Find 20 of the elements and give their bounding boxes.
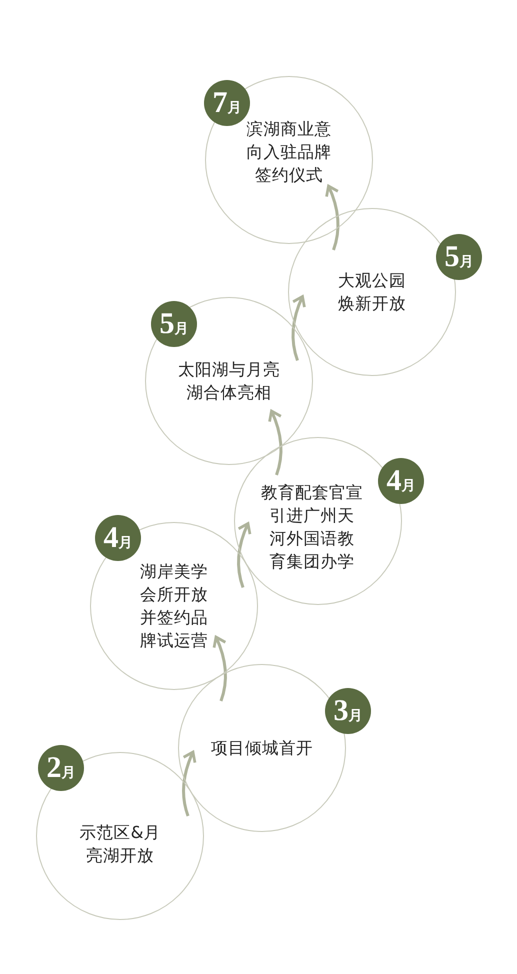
- event-circle: [145, 297, 313, 465]
- arrow: [268, 410, 282, 476]
- month-badge: 4月: [95, 515, 141, 561]
- month-badge: 2月: [38, 745, 84, 791]
- month-badge: 4月: [378, 458, 424, 504]
- arrow: [212, 636, 227, 702]
- month-badge: 5月: [151, 301, 197, 347]
- event-text: 项目倾城首开: [210, 738, 314, 760]
- arrow: [237, 522, 252, 588]
- event-text: 示范区&月亮湖开放: [78, 822, 162, 867]
- month-badge: 3月: [325, 688, 371, 734]
- event-text: 教育配套官宣引进广州天河外国语教育集团办学: [260, 482, 364, 573]
- event-text: 太阳湖与月亮湖合体亮相: [177, 359, 281, 404]
- event-text: 湖岸美学会所开放并签约品牌试运营: [139, 561, 209, 652]
- event-circle: [205, 76, 373, 244]
- month-badge: 5月: [436, 234, 482, 280]
- arrow: [182, 750, 197, 816]
- event-text: 大观公园焕新开放: [337, 270, 407, 315]
- arrow: [324, 184, 340, 250]
- arrow: [292, 295, 306, 361]
